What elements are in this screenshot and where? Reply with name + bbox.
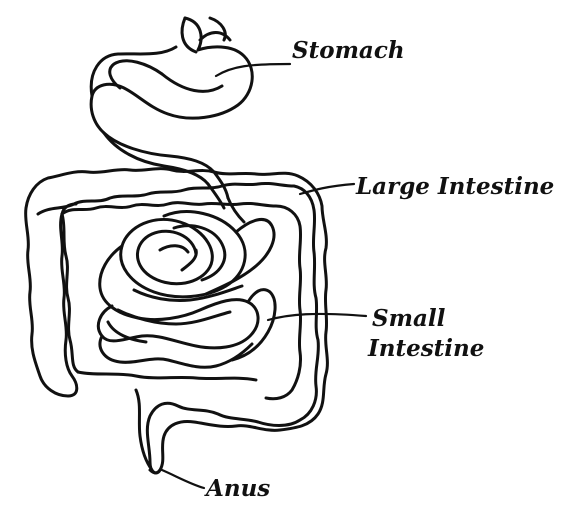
- small-intestine-label-line1: Small: [372, 305, 446, 332]
- small-intestine-label-line2: Intestine: [367, 335, 484, 362]
- anus-label: Anus: [204, 475, 270, 502]
- small-intestine: [98, 212, 275, 368]
- stomach-label: Stomach: [292, 37, 405, 64]
- large-intestine: [26, 169, 328, 473]
- large-intestine-label: Large Intestine: [355, 173, 554, 200]
- anus-leader-line: [162, 470, 204, 488]
- large-intestine-leader-line: [300, 184, 354, 194]
